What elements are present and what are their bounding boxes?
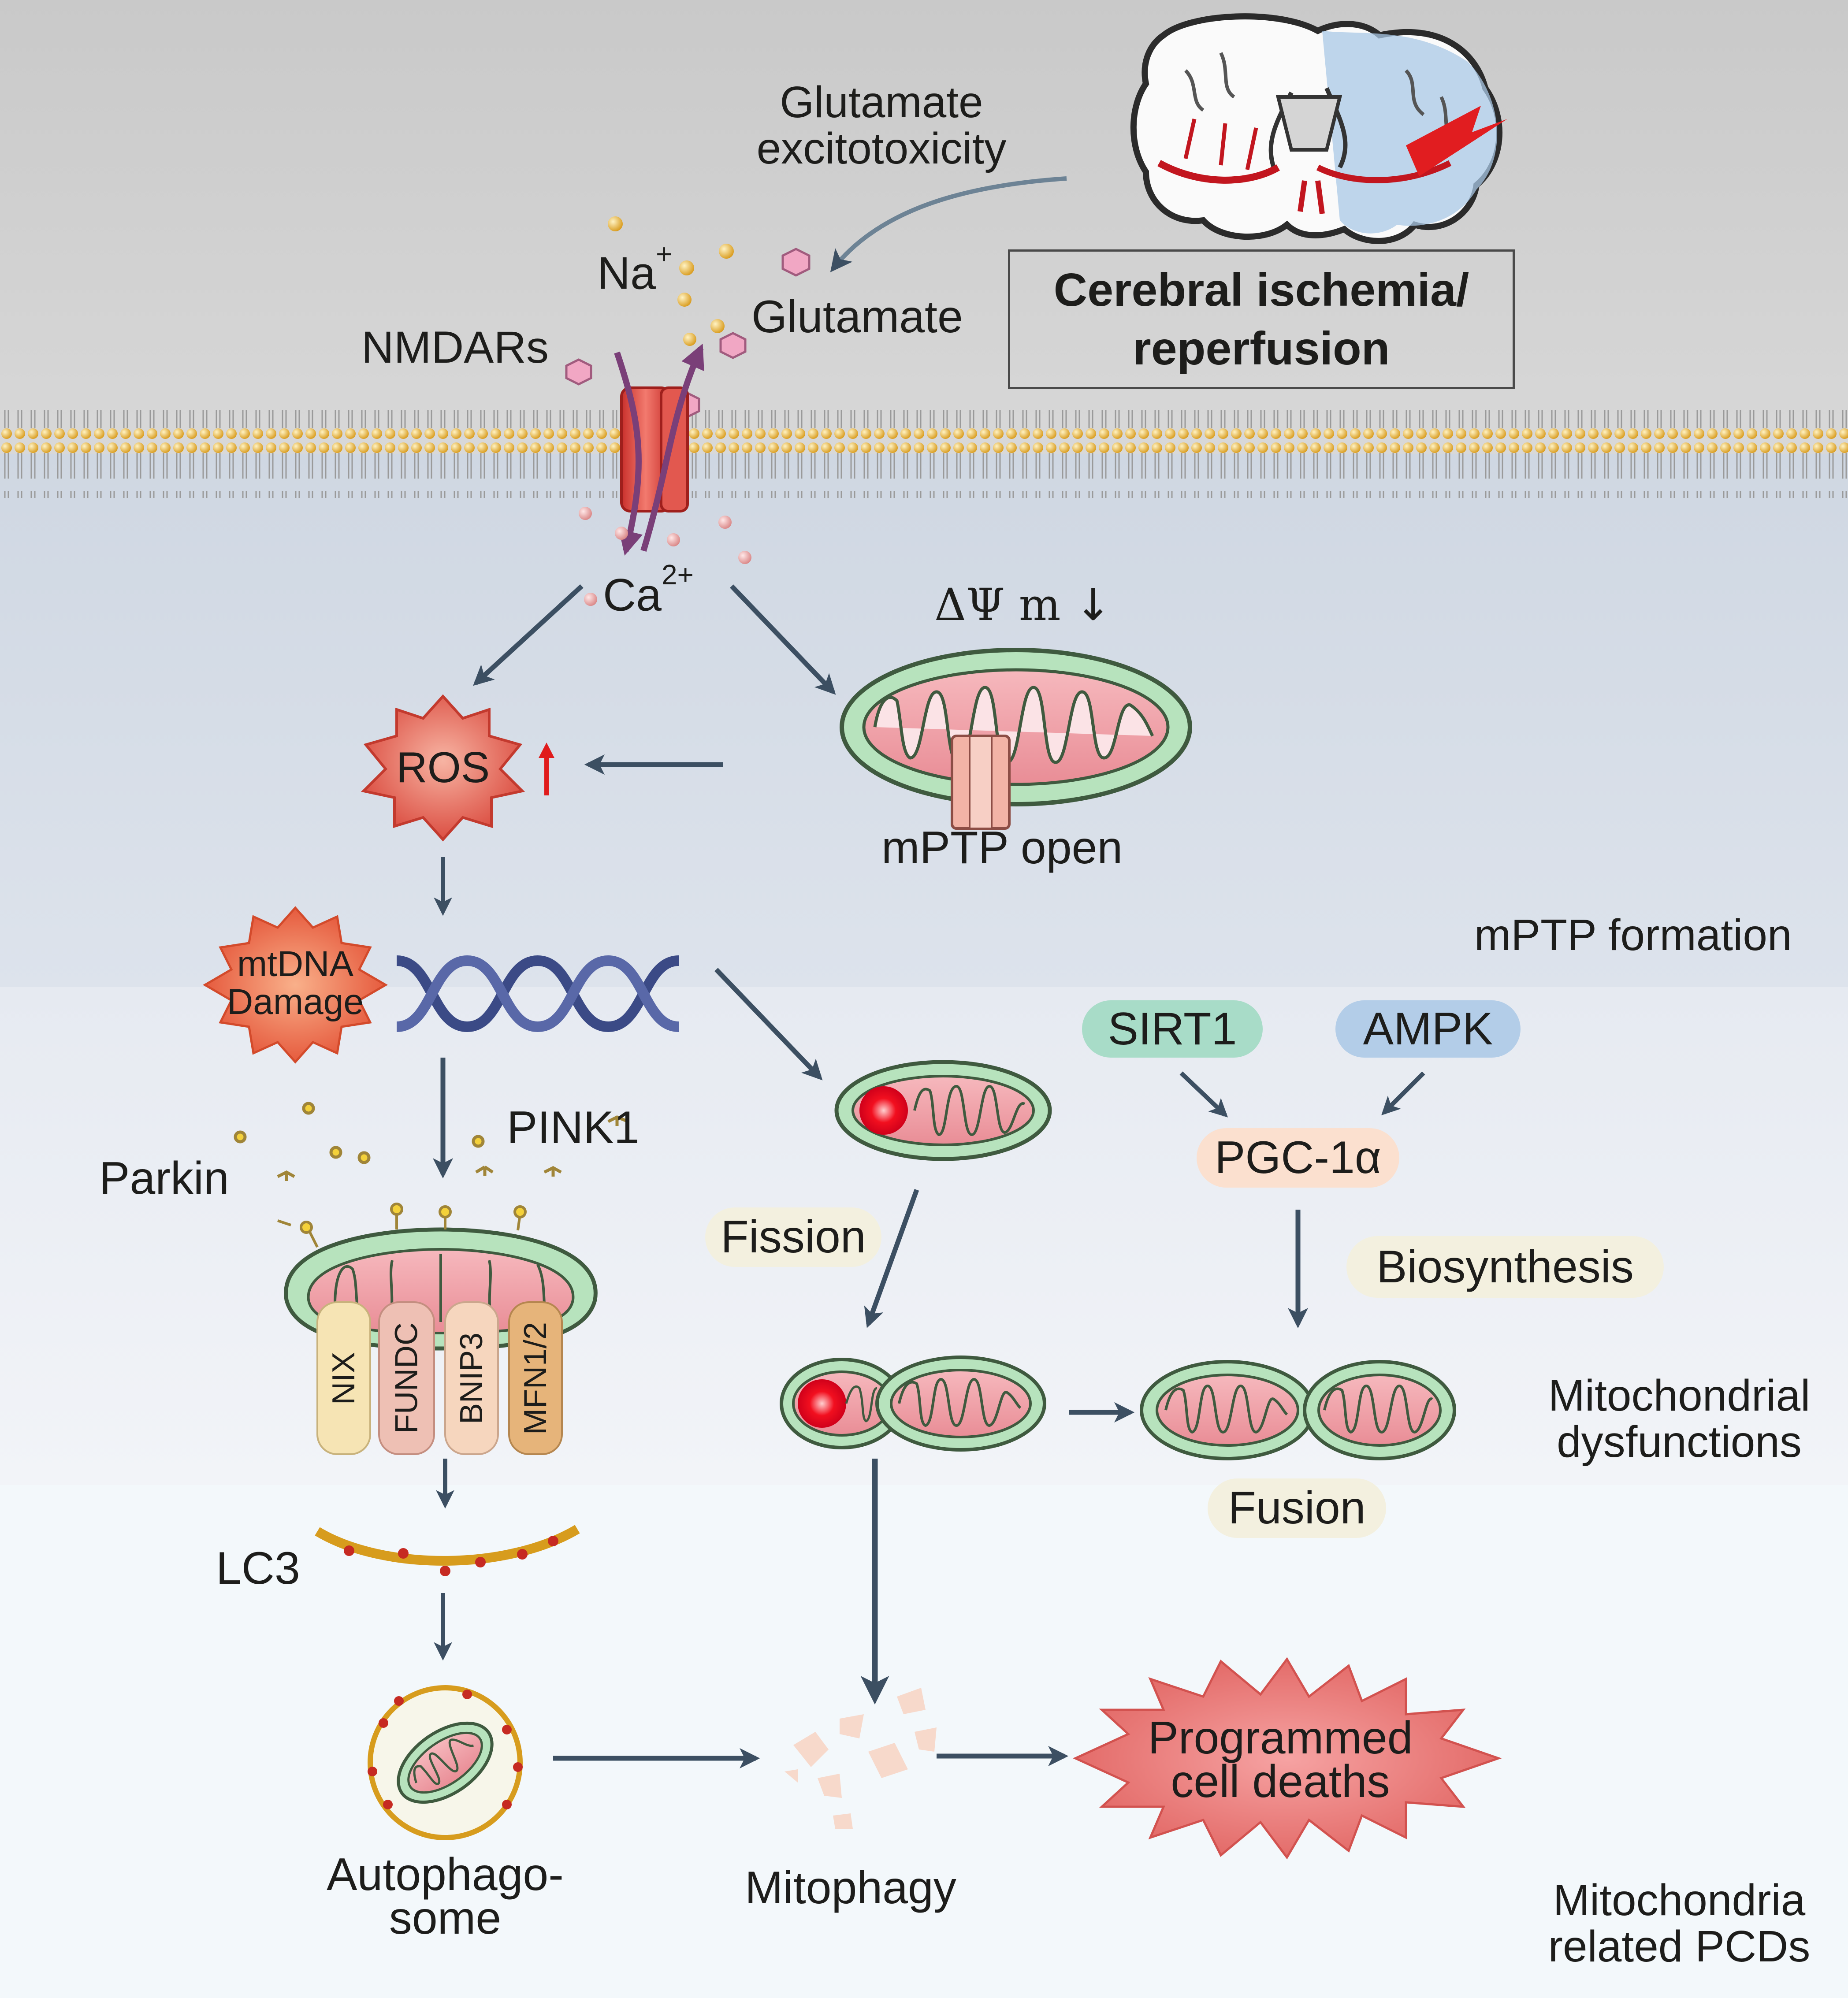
mito-dysfunction-line1: Mitochondrial xyxy=(1548,1371,1811,1420)
zone-label-mitochondrial-dysfunctions: Mitochondrial dysfunctions xyxy=(1516,1373,1842,1465)
biosynthesis-badge: Biosynthesis xyxy=(1346,1236,1664,1298)
ion-particles xyxy=(608,216,734,346)
arrow-ampk-to-pgc1a xyxy=(1381,1071,1425,1115)
mitochondrion-icon-damaged xyxy=(834,1060,1052,1161)
calcium-base: Ca xyxy=(603,569,662,621)
title-box: Cerebral ischemia/ reperfusion xyxy=(1008,249,1515,389)
down-arrow-icon: ↓ xyxy=(1075,579,1112,631)
mtdna-damage-burst-icon xyxy=(203,906,388,1064)
membrane-potential-text: ΔΨ m xyxy=(934,579,1061,631)
mitochondrion-icon-fusion-pair xyxy=(1140,1360,1456,1460)
mitophagy-receptors xyxy=(316,1301,563,1455)
arrow-ca-to-ros xyxy=(473,584,584,686)
receptor-fundc-label: FUNDC xyxy=(389,1322,424,1434)
parkin-label: Parkin xyxy=(99,1153,229,1204)
sodium-base: Na xyxy=(597,248,656,299)
mtdna-damage-label: mtDNA Damage xyxy=(212,945,379,1021)
dna-helix-icon xyxy=(396,955,680,1032)
autophagosome-label: Autophago- some xyxy=(304,1849,586,1944)
pgc1a-badge: PGC-1α xyxy=(1197,1128,1399,1188)
pcd-line2: cell deaths xyxy=(1171,1756,1390,1807)
fusion-badge: Fusion xyxy=(1208,1478,1386,1538)
sodium-charge: + xyxy=(655,238,673,270)
extracellular-background xyxy=(0,0,1848,454)
ampk-badge: AMPK xyxy=(1335,1000,1521,1058)
mito-pcd-line2: related PCDs xyxy=(1548,1922,1811,1971)
glutamate-label: Glutamate xyxy=(751,291,963,342)
arrow-brain-to-glutamate xyxy=(830,176,1067,272)
calcium-ion-label: Ca2+ xyxy=(603,560,694,621)
lipid-bilayer-icon xyxy=(0,410,1848,498)
zone-label-mptp-formation: mPTP formation xyxy=(1474,910,1792,960)
sodium-ion-label: Na+ xyxy=(597,239,672,299)
fission-badge: Fission xyxy=(705,1207,881,1267)
mitochondrion-icon-mptp xyxy=(840,648,1192,830)
mitochondrion-icon-fission-pair xyxy=(780,1356,1046,1452)
ros-label: ROS xyxy=(396,743,490,791)
pink1-label: PINK1 xyxy=(507,1102,640,1153)
pcd-burst-icon xyxy=(1072,1657,1502,1860)
nmdar-channel-icon xyxy=(614,343,704,556)
brain-icon xyxy=(1130,13,1507,244)
mitophagy-fragments-icon xyxy=(785,1688,937,1829)
glutamate-excitotoxicity-line1: Glutamate xyxy=(780,78,983,127)
ros-burst-icon xyxy=(361,694,554,842)
sirt1-badge: SIRT1 xyxy=(1082,1000,1263,1058)
pcd-line1: Programmed xyxy=(1148,1712,1413,1764)
mito-pcd-line1: Mitochondria xyxy=(1553,1875,1806,1925)
glutamate-excitotoxicity-label: Glutamate excitotoxicity xyxy=(732,79,1031,172)
arrow-dna-to-fission-mito xyxy=(714,968,823,1081)
membrane-potential-label: ΔΨ m ↓ xyxy=(934,582,1112,628)
zone-label-mitochondria-related-pcds: Mitochondria related PCDs xyxy=(1516,1877,1842,1970)
receptor-bnip3-label: BNIP3 xyxy=(454,1332,489,1424)
autophagosome-line1: Autophago- xyxy=(327,1849,564,1900)
programmed-cell-deaths-label: Programmed cell deaths xyxy=(1086,1712,1474,1807)
lc3-membrane-icon xyxy=(315,1525,580,1576)
arrow-sirt1-to-pgc1a xyxy=(1179,1071,1228,1118)
nmdars-label: NMDARs xyxy=(361,322,549,372)
calcium-charge: 2+ xyxy=(661,559,694,590)
receptor-mfn12-label: MFN1/2 xyxy=(518,1322,553,1435)
mtdna-line1: mtDNA xyxy=(237,944,354,984)
autophagosome-line2: some xyxy=(389,1892,502,1944)
mptp-open-label: mPTP open xyxy=(881,822,1123,873)
arrow-damaged-to-fission-pair xyxy=(864,1189,919,1328)
glutamate-excitotoxicity-line2: excitotoxicity xyxy=(756,124,1007,173)
title-line1: Cerebral ischemia/ xyxy=(1053,264,1469,316)
title-line2: reperfusion xyxy=(1133,322,1390,375)
mitophagy-label: Mitophagy xyxy=(745,1862,956,1913)
mtdna-line2: Damage xyxy=(227,982,364,1022)
arrow-ca-to-mito xyxy=(730,584,836,695)
autophagosome-icon xyxy=(368,1685,523,1840)
receptor-nix-label: NIX xyxy=(326,1352,361,1405)
calcium-particles xyxy=(579,507,751,606)
pink1-parkin-molecules xyxy=(234,1102,627,1181)
mito-dysfunction-line2: dysfunctions xyxy=(1557,1417,1802,1467)
lc3-label: LC3 xyxy=(216,1543,300,1594)
